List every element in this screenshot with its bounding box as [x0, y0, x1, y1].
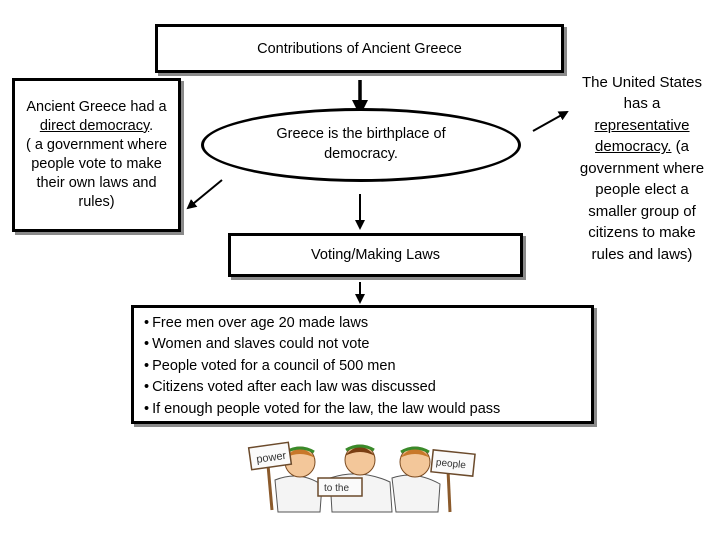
sign-people	[430, 449, 476, 477]
left-period: .	[149, 117, 154, 134]
voting-text: Voting/Making Laws	[311, 247, 440, 263]
sign-to-the-text: to the	[324, 483, 349, 494]
fact-item: Free men over age 20 made laws	[144, 313, 581, 334]
direct-democracy-term: direct democracy	[39, 117, 150, 134]
fact-item: Women and slaves could not vote	[144, 334, 581, 355]
sign-to-the	[317, 477, 363, 497]
direct-democracy-box: Ancient Greece had a direct democracy. (…	[12, 78, 181, 232]
representative-democracy-definition: (a government where people elect a small…	[579, 138, 705, 263]
fact-item: Citizens voted after each law was discus…	[144, 377, 581, 398]
fact-item: People voted for a council of 500 men	[144, 356, 581, 377]
title-box: Contributions of Ancient Greece	[155, 24, 564, 73]
sign-power	[247, 441, 293, 471]
title-text: Contributions of Ancient Greece	[257, 40, 462, 57]
facts-list: Free men over age 20 made laws Women and…	[144, 313, 581, 420]
illustration-group: power to the people	[247, 441, 476, 513]
representative-democracy-term: representative democracy.	[594, 116, 690, 156]
voting-box: Voting/Making Laws	[228, 233, 523, 277]
fact-item: If enough people voted for the law, the …	[144, 399, 581, 420]
birthplace-text: Greece is the birthplace of democracy.	[276, 126, 446, 162]
right-line1: The United States has a	[581, 74, 703, 113]
direct-democracy-definition: ( a government where people vote to make…	[25, 136, 168, 211]
facts-box: Free men over age 20 made laws Women and…	[131, 305, 594, 424]
arrow-to-right-text	[532, 111, 569, 132]
arrow-to-left-box	[186, 179, 223, 210]
sign-people-text: people	[435, 457, 466, 471]
sign-power-text: power	[256, 450, 288, 466]
birthplace-ellipse: Greece is the birthplace of democracy.	[201, 108, 521, 182]
representative-democracy-text: The United States has a representative d…	[575, 72, 709, 265]
left-line1: Ancient Greece had a	[26, 98, 167, 115]
